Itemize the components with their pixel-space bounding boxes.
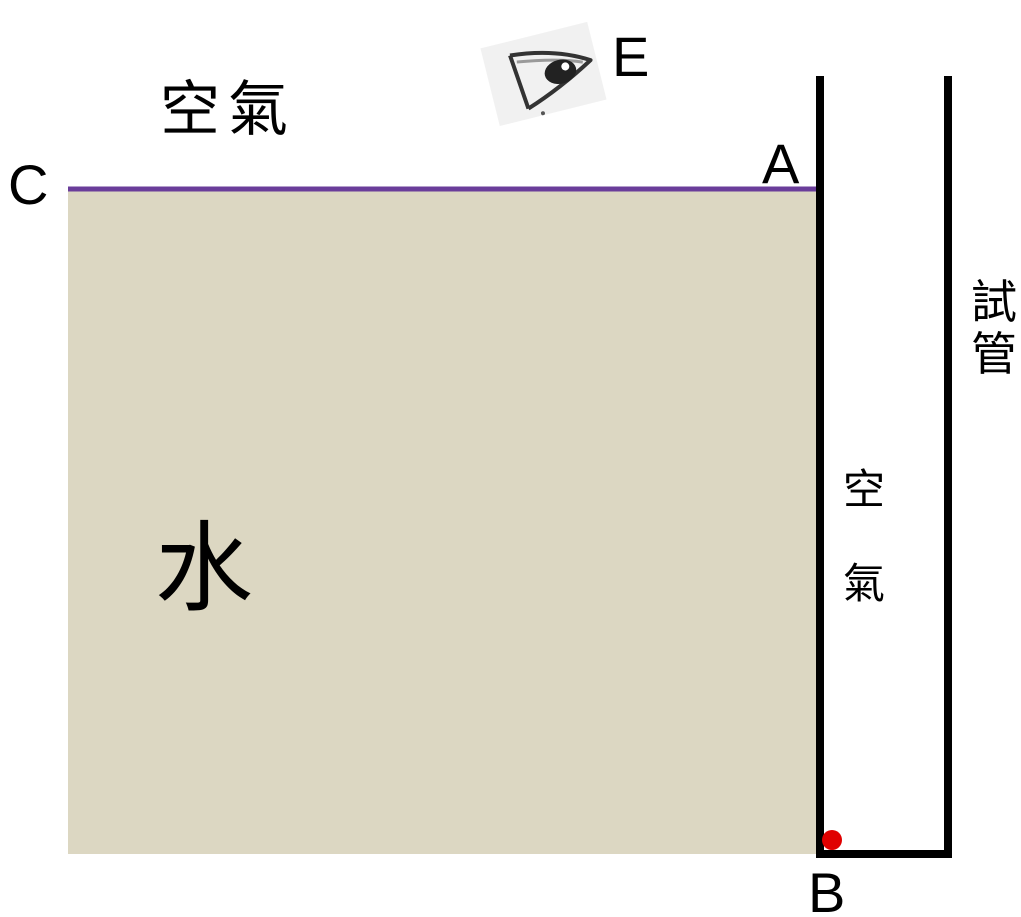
point-b-marker: [822, 830, 842, 850]
tube-label-char-1: 試: [971, 275, 1017, 329]
water-region: [68, 190, 820, 854]
point-e-label: E: [612, 25, 649, 88]
eye-icon: [480, 21, 607, 127]
point-c-label: C: [8, 153, 48, 216]
air-label-top: 空氣: [160, 75, 296, 145]
tube-label-char-2: 管: [971, 327, 1017, 381]
tube-air-char-1: 空: [843, 465, 885, 514]
point-b-label: B: [808, 861, 845, 917]
water-label: 水: [155, 512, 253, 626]
tube-air-char-2: 氣: [843, 559, 885, 608]
test-tube: [816, 76, 952, 858]
point-a-label: A: [762, 132, 800, 195]
